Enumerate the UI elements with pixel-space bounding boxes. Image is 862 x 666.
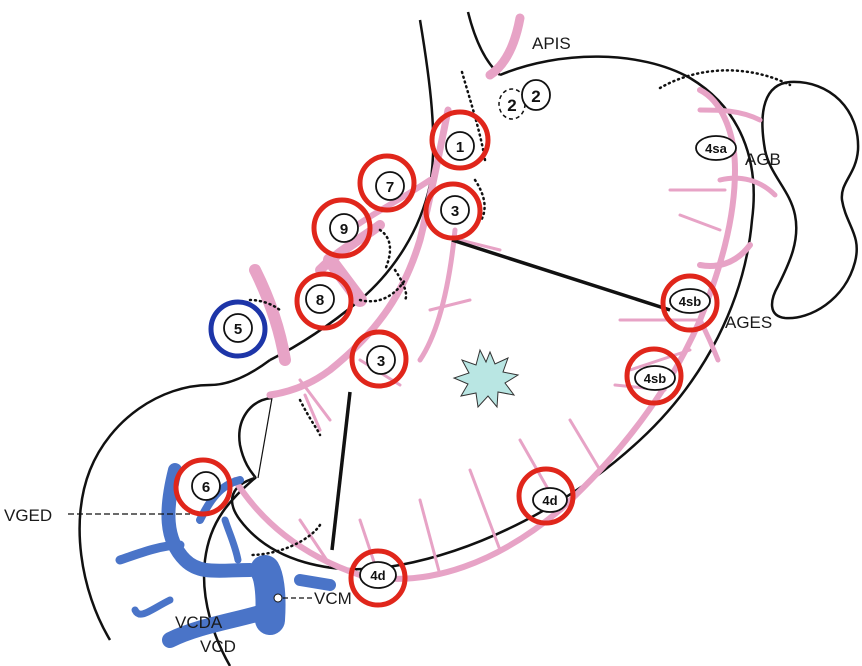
node-4sb-lower-label: 4sb xyxy=(644,371,666,386)
label-apis: APIS xyxy=(532,34,571,53)
node-7-label: 7 xyxy=(386,179,394,196)
node-8: 8 xyxy=(297,274,351,328)
leader-line-3-to-4sb xyxy=(452,240,670,310)
node-3-lower-label: 3 xyxy=(377,353,385,370)
stomach-greater-curvature xyxy=(232,57,754,570)
label-agb: AGB xyxy=(745,150,781,169)
node-4sb-upper-label: 4sb xyxy=(679,294,701,309)
label-vcd: VCD xyxy=(200,637,236,656)
node-4sb-lower: 4sb xyxy=(627,349,681,403)
node-2a-label: 2 xyxy=(507,96,516,115)
starburst-lesion-icon xyxy=(454,350,518,407)
spleen-outline xyxy=(762,82,858,318)
vcm-loop xyxy=(274,594,282,602)
label-vcda: VCDA xyxy=(175,613,223,632)
node-8-label: 8 xyxy=(316,292,324,309)
node-9-label: 9 xyxy=(340,221,348,238)
veins xyxy=(120,470,330,640)
node-4sb-upper: 4sb xyxy=(663,276,717,330)
node-7: 7 xyxy=(360,156,414,210)
node-5-label: 5 xyxy=(234,321,242,338)
node-1-label: 1 xyxy=(456,139,464,156)
node-6-label: 6 xyxy=(202,479,210,496)
leader-line-3-to-4d xyxy=(332,392,350,550)
label-vged: VGED xyxy=(4,506,52,525)
label-ages: AGES xyxy=(725,313,772,332)
node-4sa-label: 4sa xyxy=(705,141,727,156)
node-5: 5 xyxy=(211,302,265,356)
node-4sa: 4sa xyxy=(696,136,736,160)
node-2b: 2 xyxy=(522,80,550,110)
duodenum-inner-outline xyxy=(239,398,272,478)
node-4d-right-label: 4d xyxy=(542,493,557,508)
node-4d-right: 4d xyxy=(519,469,573,523)
node-2b-label: 2 xyxy=(531,87,540,106)
node-3-upper-label: 3 xyxy=(451,203,459,220)
node-2a: 2 xyxy=(499,89,525,119)
node-4d-bottom-label: 4d xyxy=(370,568,385,583)
pyloric-ring-line xyxy=(258,398,272,478)
label-vcm: VCM xyxy=(314,589,352,608)
